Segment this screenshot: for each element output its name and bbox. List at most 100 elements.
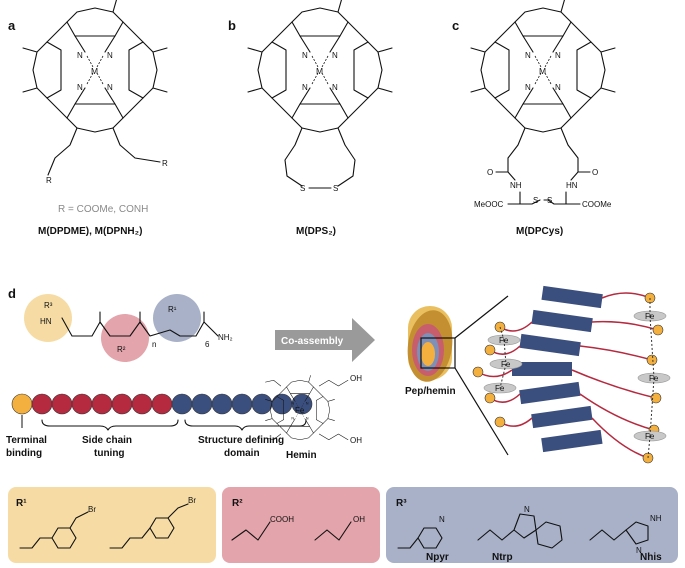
panel-b-label: b (228, 18, 236, 33)
caption-c: M(DPCys) (516, 226, 563, 237)
linker-chain (591, 417, 649, 459)
structure-bar (541, 429, 603, 453)
bead-side-chain (71, 393, 93, 415)
hemin-caption: Hemin (286, 450, 317, 461)
side-chain-label-2: tuning (94, 448, 125, 459)
structure-bar (519, 381, 581, 405)
bottom-r2-box: R² COOH OH (222, 487, 380, 563)
r-label-right: R (162, 159, 168, 168)
pephemin-label: Pep/hemin (405, 386, 456, 397)
co-assembly-arrow (275, 318, 375, 362)
terminal-bead (494, 416, 506, 428)
bead-structure (191, 393, 213, 415)
bead-side-chain (131, 393, 153, 415)
terminal-label-1: Terminal (6, 435, 47, 446)
r3-bubble (24, 294, 72, 342)
sulfur-b-2: S (333, 184, 338, 193)
bead-side-chain (31, 393, 53, 415)
structure-bar (512, 362, 572, 376)
nh-c-2: HN (566, 181, 578, 190)
nanotube (407, 306, 453, 382)
oh-text: OH (353, 515, 365, 524)
hn-text: HN (40, 317, 52, 326)
coordination-line (649, 377, 655, 437)
zoom-line-top (454, 295, 509, 339)
co-assembly-label: Co-assembly (281, 336, 344, 347)
panel-b: b M S S M(DPS₂) (228, 0, 393, 237)
caption-b: M(DPS₂) (296, 226, 336, 237)
br-2: Br (188, 496, 196, 505)
r-note: R = COOMe, CONH (58, 204, 148, 215)
bead-side-chain (51, 393, 73, 415)
panel-a: a M R R R = COOMe, CONH M(DPDME), M(DPNH… (8, 0, 168, 237)
linker-chain (579, 345, 653, 361)
metal-b: M (316, 66, 323, 76)
hemin-fe: Fe (295, 406, 305, 415)
nhis-label: Nhis (640, 552, 662, 563)
his-nh: NH (650, 514, 662, 523)
panel-d-label: d (8, 286, 16, 301)
r2-text: R² (117, 345, 126, 354)
r2-bubble (101, 314, 149, 362)
r1-bubble (153, 294, 201, 342)
nh2-text: NH₂ (218, 333, 233, 342)
bead-structure (231, 393, 253, 415)
terminal-bead (650, 392, 662, 404)
hemin-structure (265, 375, 349, 441)
trp-n: N (524, 505, 530, 514)
assembly-model: FeFeFeFeFeFe (472, 285, 671, 464)
panel-c: c M O O NH HN S S MeOOC COOMe M(DPCys) (452, 0, 616, 237)
his-n: N (636, 546, 642, 555)
pyr-n: N (439, 515, 445, 524)
bead-terminal (11, 393, 33, 415)
ester-c-1: MeOOC (474, 200, 504, 209)
terminal-bead (652, 324, 664, 336)
caption-a: M(DPDME), M(DPNH₂) (38, 226, 142, 237)
panel-d: d R³ HN R² R¹ n 6 NH₂ Terminal binding S… (6, 285, 671, 464)
r3-text: R³ (44, 301, 53, 310)
ntrp-label: Ntrp (492, 552, 513, 563)
structure-brace (184, 419, 307, 431)
bead-side-chain (91, 393, 113, 415)
bead-side-chain (151, 393, 173, 415)
linker-chain (571, 369, 657, 399)
terminal-bead (646, 354, 658, 366)
structure-bar (531, 309, 593, 333)
sulfur-b-1: S (300, 184, 305, 193)
npyr-label: Npyr (426, 552, 449, 563)
r1-box-label: R¹ (16, 498, 27, 509)
bottom-r3-box: R³ N Npyr N Ntrp NH N Nhis (386, 487, 678, 563)
zoom-line-bottom (454, 367, 509, 456)
r3-box-label: R³ (396, 498, 407, 509)
sulfur-c-1: S (533, 196, 538, 205)
six-subscript: 6 (205, 340, 210, 349)
r1-text: R¹ (168, 305, 177, 314)
panel-a-label: a (8, 18, 16, 33)
bead-chain (11, 393, 313, 415)
br-1: Br (88, 505, 96, 514)
bottom-r1-box: R¹ Br Br (8, 487, 216, 563)
structure-bar (541, 285, 603, 309)
metal-c: M (539, 66, 546, 76)
panel-c-label: c (452, 18, 459, 33)
hemin-oh-1: OH (350, 374, 362, 383)
nh-c-1: NH (510, 181, 522, 190)
terminal-bead (484, 344, 496, 356)
structure-label-2: domain (224, 448, 260, 459)
coordination-line (499, 363, 507, 389)
cooh-text: COOH (270, 515, 294, 524)
bead-structure (211, 393, 233, 415)
terminal-bead (472, 366, 484, 378)
r-label-left: R (46, 176, 52, 185)
bead-structure (251, 393, 273, 415)
zoom-box (420, 337, 456, 369)
r2-box-label: R² (232, 498, 243, 509)
metal-a: M (91, 66, 98, 76)
bead-structure (271, 393, 293, 415)
ester-c-2: COOMe (582, 200, 612, 209)
terminal-label-2: binding (6, 448, 42, 459)
side-chain-brace (41, 419, 179, 431)
oxygen-c-2: O (592, 168, 598, 177)
heme-fe-label: Fe (495, 384, 505, 393)
